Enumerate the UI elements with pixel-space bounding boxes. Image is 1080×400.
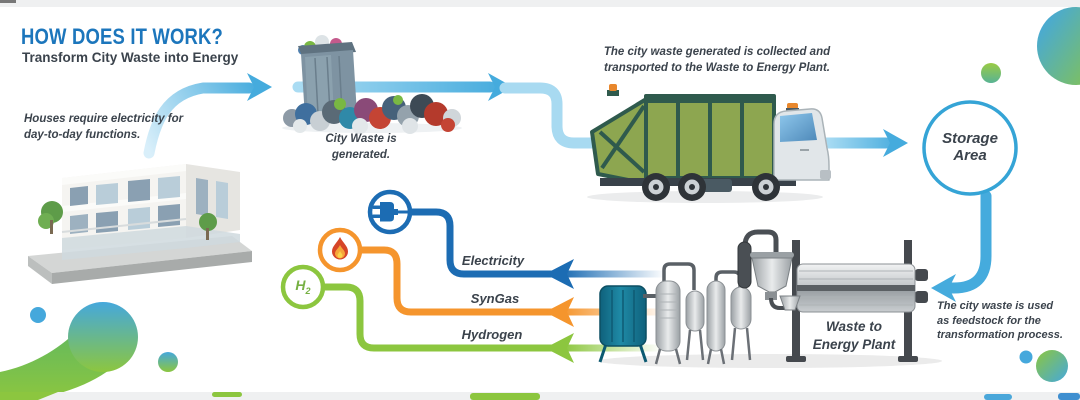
electricity-line [406, 208, 556, 278]
blob-decorations [0, 7, 1080, 400]
arrowhead-truck-to-storage [883, 129, 908, 157]
hydrogen-line [319, 283, 556, 352]
arrow-house-to-waste [143, 82, 255, 159]
blob-circle-top-right [1037, 7, 1080, 85]
waste-pile-illustration [282, 35, 462, 134]
process-column [655, 280, 681, 352]
flame-icon [332, 237, 348, 260]
output-label-syngas: SynGas [470, 291, 520, 306]
storage-area-circle [922, 100, 1018, 196]
page-subtitle: Transform City Waste into Energy [22, 50, 239, 65]
caption-collection: The city waste generated is collected an… [603, 46, 831, 74]
process-column [685, 290, 705, 332]
h2-subscript: 2 [305, 285, 311, 296]
arrowhead-storage-to-plant [931, 274, 956, 302]
blob-circle-bottom-left [68, 302, 138, 372]
caption-houses: Houses require electricity for day-to-da… [24, 113, 184, 141]
caption-city-waste: City Waste is generated. [325, 133, 397, 161]
h2-icon: H2 [287, 277, 319, 296]
storage-area-label: Storage Area [942, 130, 998, 164]
h2-symbol: H [295, 277, 306, 293]
blob-dot-top-right [981, 63, 1001, 83]
flow-arrows [143, 73, 992, 302]
page-title: HOW DOES IT WORK? [21, 24, 224, 49]
plant-label: Waste to Energy Plant [812, 319, 896, 352]
blob-circle-bottom-right [1036, 350, 1068, 382]
output-icons [280, 189, 413, 310]
hydrogen-arrowhead [545, 333, 574, 363]
output-lines [319, 208, 672, 363]
output-label-electricity: Electricity [461, 253, 525, 268]
syngas-line [356, 246, 556, 316]
arrow-curve-behind-truck [499, 82, 834, 149]
house-illustration [28, 164, 252, 284]
syngas-arrowhead [545, 297, 574, 327]
plug-icon [372, 202, 409, 222]
plant-illustration [598, 229, 942, 368]
arrowhead-house-to-waste [247, 73, 272, 101]
hydrogen-circle [280, 264, 326, 310]
process-column [730, 286, 752, 330]
garbage-truck-illustration [587, 84, 831, 203]
caption-feedstock: The city waste is used as feedstock for … [937, 300, 1063, 342]
blob-dot-green-left [158, 352, 178, 372]
blob-dot-blue-left [30, 307, 46, 323]
process-column [706, 280, 726, 352]
blob-dot-blue-right [1019, 350, 1033, 364]
electricity-arrowhead [545, 259, 574, 289]
arrow-storage-to-plant [944, 190, 992, 294]
output-label-hydrogen: Hydrogen [461, 327, 523, 342]
